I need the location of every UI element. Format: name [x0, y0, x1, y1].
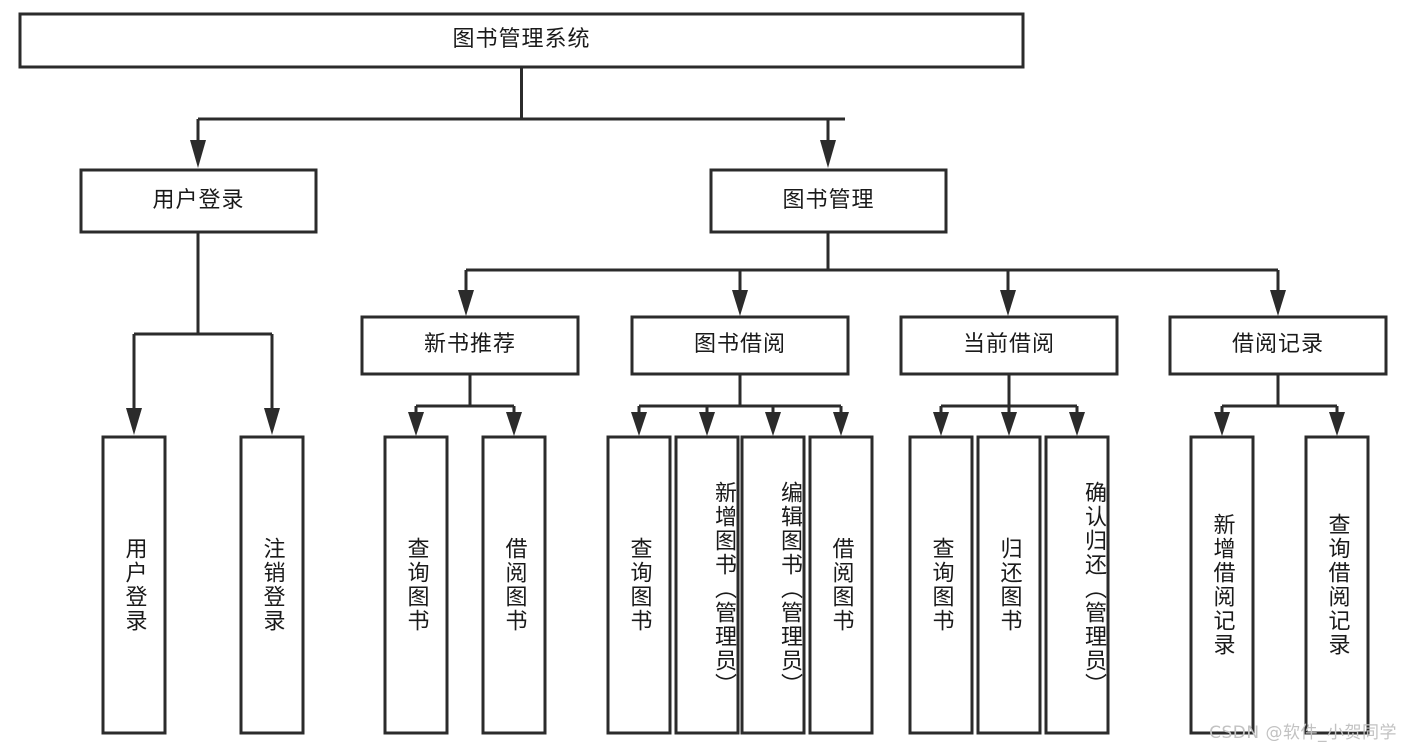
arrowhead-leaf-query-record	[1329, 412, 1345, 436]
node-box-leaf-query-book-3[interactable]	[908, 435, 974, 735]
node-label-leaf-return-book: 归还图书	[996, 537, 1022, 633]
node-label-leaf-query-book-3: 查询图书	[928, 537, 954, 633]
arrowhead-book-borrow	[732, 290, 748, 316]
node-label-leaf-query-book-1: 查询图书	[403, 537, 429, 633]
arrowhead-leaf-logout-login	[264, 408, 280, 435]
node-box-leaf-user-login[interactable]	[101, 435, 167, 735]
node-box-user-login[interactable]	[79, 168, 318, 234]
node-box-book-borrow[interactable]	[630, 315, 850, 376]
node-label-new-book-recommend: 新书推荐	[423, 332, 516, 358]
node-label-leaf-confirm-return: 确认归还（管理员）	[1081, 481, 1106, 697]
arrowhead-leaf-confirm-return	[1069, 412, 1085, 436]
arrowhead-leaf-add-record	[1214, 412, 1230, 436]
arrowhead-book-manage	[820, 140, 836, 168]
node-label-book-manage: 图书管理	[782, 187, 875, 213]
connector-group-user-login-to-leaves	[126, 233, 280, 435]
arrowhead-leaf-query-book-3	[933, 412, 949, 436]
connector-group-book-borrow-to-leaves	[631, 375, 849, 436]
node-label-leaf-logout-login: 注销登录	[259, 537, 285, 633]
arrowhead-borrow-record	[1270, 290, 1286, 316]
node-box-leaf-confirm-return[interactable]	[1044, 435, 1110, 735]
node-box-new-book-recommend[interactable]	[360, 315, 580, 376]
node-box-book-manage[interactable]	[709, 168, 948, 234]
node-box-leaf-add-record[interactable]	[1189, 435, 1255, 735]
connector-group-current-borrow-to-leaves	[933, 375, 1085, 436]
node-box-leaf-query-book-1[interactable]	[383, 435, 449, 735]
node-label-borrow-record: 借阅记录	[1231, 332, 1324, 358]
node-label-leaf-borrow-book-1: 借阅图书	[501, 537, 527, 633]
node-box-leaf-add-book[interactable]	[674, 435, 740, 735]
arrowhead-current-borrow	[1000, 290, 1016, 316]
arrowhead-leaf-query-book-1	[408, 412, 424, 436]
node-label-book-borrow: 图书借阅	[693, 332, 786, 358]
arrowhead-new-book-recommend	[458, 290, 474, 316]
node-box-leaf-edit-book[interactable]	[740, 435, 806, 735]
arrowhead-leaf-query-book-2	[631, 412, 647, 436]
node-label-leaf-borrow-book-2: 借阅图书	[828, 537, 854, 633]
node-label-current-borrow: 当前借阅	[962, 332, 1055, 358]
node-label-leaf-edit-book: 编辑图书（管理员）	[777, 481, 802, 697]
arrowhead-leaf-user-login	[126, 408, 142, 435]
node-box-leaf-query-record[interactable]	[1304, 435, 1370, 735]
arrowhead-leaf-add-book	[699, 412, 715, 436]
node-label-leaf-add-book: 新增图书（管理员）	[711, 481, 736, 697]
node-label-root: 图书管理系统	[452, 27, 591, 53]
arrowhead-leaf-borrow-book-2	[833, 412, 849, 436]
node-box-root[interactable]	[18, 12, 1025, 69]
node-box-leaf-borrow-book-1[interactable]	[481, 435, 547, 735]
connector-group-new-book-recommend-to-leaves	[408, 375, 522, 436]
connector-group-root-to-level2	[190, 67, 845, 168]
connector-group-borrow-record-to-leaves	[1214, 375, 1345, 436]
node-box-leaf-query-book-2[interactable]	[606, 435, 672, 735]
connector-group-book-manage-to-level3	[458, 233, 1286, 316]
arrowhead-user-login	[190, 140, 206, 168]
node-label-leaf-query-record: 查询借阅记录	[1324, 513, 1350, 657]
node-box-leaf-borrow-book-2[interactable]	[808, 435, 874, 735]
node-box-leaf-logout-login[interactable]	[239, 435, 305, 735]
node-label-leaf-query-book-2: 查询图书	[626, 537, 652, 633]
node-label-user-login: 用户登录	[152, 187, 245, 213]
node-box-borrow-record[interactable]	[1168, 315, 1388, 376]
node-box-leaf-return-book[interactable]	[976, 435, 1042, 735]
csdn-watermark: CSDN @软件_小贺同学	[1209, 723, 1397, 743]
arrowhead-leaf-return-book	[1001, 412, 1017, 436]
node-label-leaf-user-login: 用户登录	[121, 537, 147, 633]
node-box-current-borrow[interactable]	[899, 315, 1119, 376]
arrowhead-leaf-borrow-book-1	[506, 412, 522, 436]
arrowhead-leaf-edit-book	[765, 412, 781, 436]
node-label-leaf-add-record: 新增借阅记录	[1209, 513, 1235, 657]
